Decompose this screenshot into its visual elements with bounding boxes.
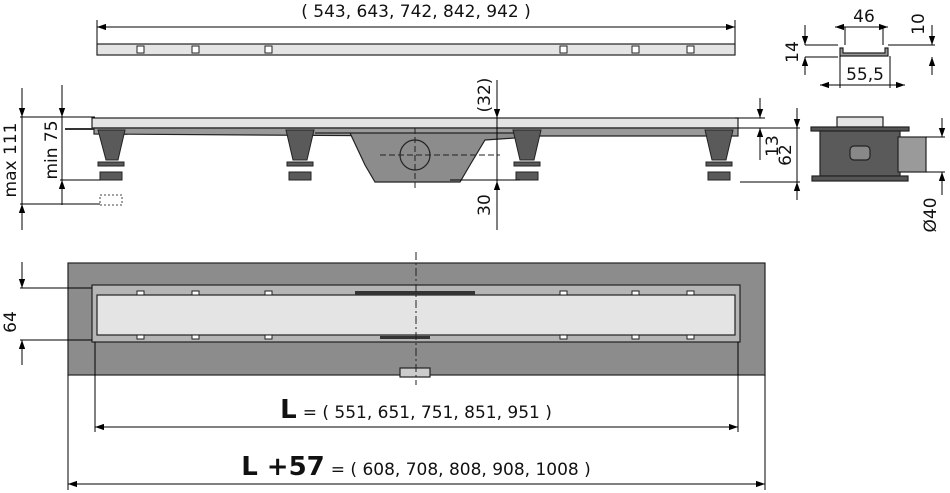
frame-height-label: 13	[763, 135, 783, 157]
top-offset-label: (32)	[475, 78, 495, 113]
cross-section: Ø40	[810, 116, 946, 233]
profile-outer-width: 55,5	[846, 65, 884, 85]
side-view: max 111 min 75 (32) 30 13 62	[1, 78, 801, 230]
width-label: 64	[1, 311, 21, 333]
l-label: L= ( 551, 651, 751, 851, 951 )	[280, 395, 552, 425]
grate-profile: 46 55,5 14 10	[783, 7, 936, 89]
top-grate-view: ( 543, 643, 742, 842, 942 )	[96, 2, 736, 56]
bottom-offset-label: 30	[475, 194, 495, 216]
profile-depth: 10	[909, 13, 929, 35]
plan-view: 64 L= ( 551, 651, 751, 851, 951 ) L +57=…	[1, 252, 766, 490]
grate-strip	[96, 43, 736, 56]
outlet-diameter-label: Ø40	[921, 197, 941, 232]
height-label: 62	[776, 144, 796, 166]
profile-inner-width: 46	[853, 7, 875, 27]
max-height-label: max 111	[1, 123, 21, 198]
l57-label: L +57= ( 608, 708, 808, 908, 1008 )	[241, 452, 591, 482]
top-length-label: ( 543, 643, 742, 842, 942 )	[301, 2, 531, 22]
profile-height: 14	[783, 41, 803, 63]
min-height-label: min 75	[42, 120, 62, 179]
